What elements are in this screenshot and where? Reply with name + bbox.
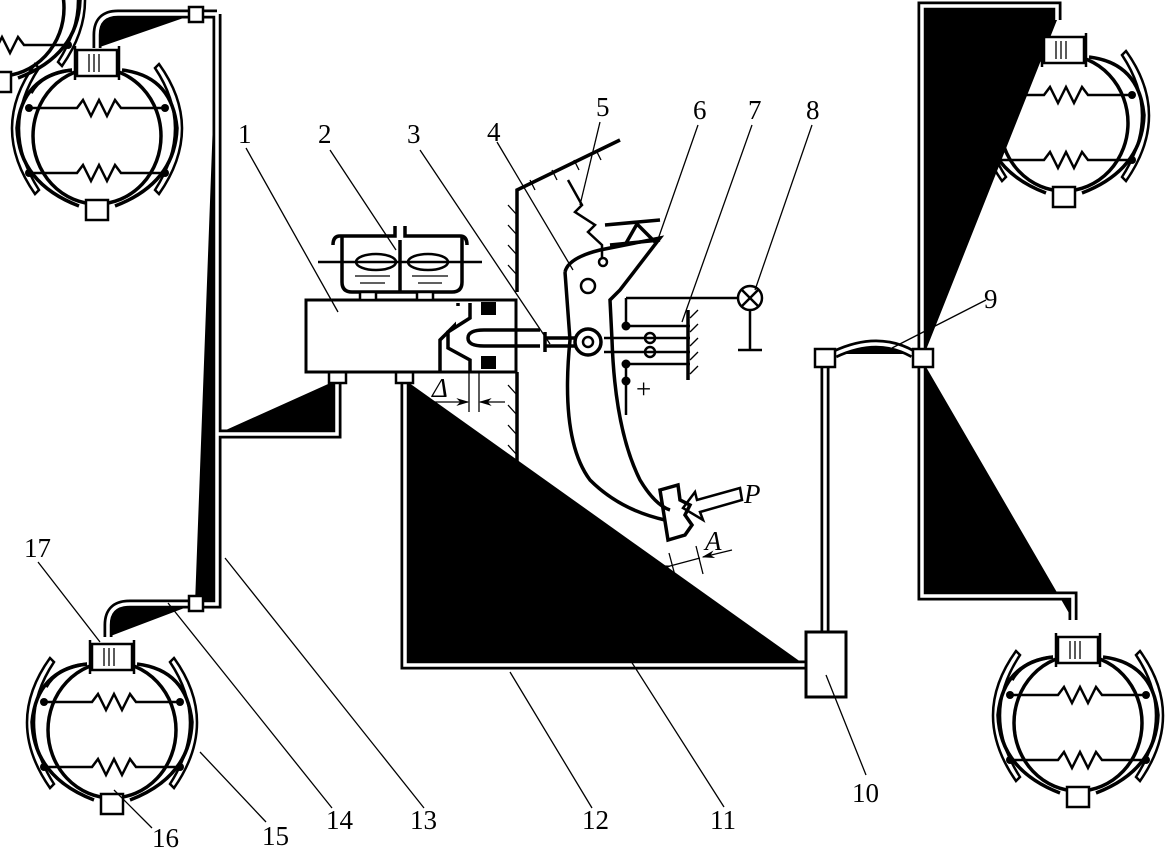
brake-pedal [543,235,695,543]
label-part-16: 16 [152,823,179,850]
label-part-12: 12 [582,805,609,835]
pedal-travel-dimension: B A [560,526,733,595]
pipe-connectors [187,5,935,613]
drum-brake-template [0,0,87,94]
label-part-3: 3 [407,119,421,149]
label-part-4: 4 [487,117,501,147]
return-spring [566,179,609,268]
brake-pipes [97,6,1073,665]
label-delta: Δ [431,373,448,403]
label-part-8: 8 [806,95,820,125]
brake-light-switch: + [604,296,737,415]
wheel-brake-rear-right [991,631,1165,809]
label-part-9: 9 [984,284,998,314]
fluid-reservoir [318,226,482,302]
free-play-dimension: Δ [431,372,505,412]
master-cylinder [304,298,540,374]
connector-top-left [187,5,205,24]
label-part-7: 7 [748,95,762,125]
pedal-force-arrow: P [681,479,761,523]
part-labels: 1 2 3 4 5 6 7 8 9 10 11 12 13 14 15 16 1… [24,92,998,850]
wheel-brake-rear-left [25,638,199,816]
pedal-stop [604,218,661,247]
brake-lamp [736,284,764,352]
label-force-p: P [743,479,761,509]
label-part-2: 2 [318,119,332,149]
label-part-5: 5 [596,92,610,122]
pressure-regulator-valve [804,630,848,699]
label-part-10: 10 [852,778,879,808]
label-a: A [703,526,722,556]
polarity-plus: + [636,374,651,404]
connector-bottom-left [187,594,205,613]
connector-hose-right [911,347,935,369]
label-part-13: 13 [410,805,437,835]
firewall [507,138,633,633]
label-part-11: 11 [710,805,736,835]
leader-lines [37,121,987,829]
wheel-brake-front-left [10,44,184,222]
label-part-14: 14 [326,805,354,835]
label-part-6: 6 [693,95,707,125]
label-b: B [603,556,621,586]
connector-hose-left [813,347,837,369]
label-part-15: 15 [262,821,289,850]
label-part-17: 17 [24,533,51,563]
label-part-1: 1 [238,119,252,149]
